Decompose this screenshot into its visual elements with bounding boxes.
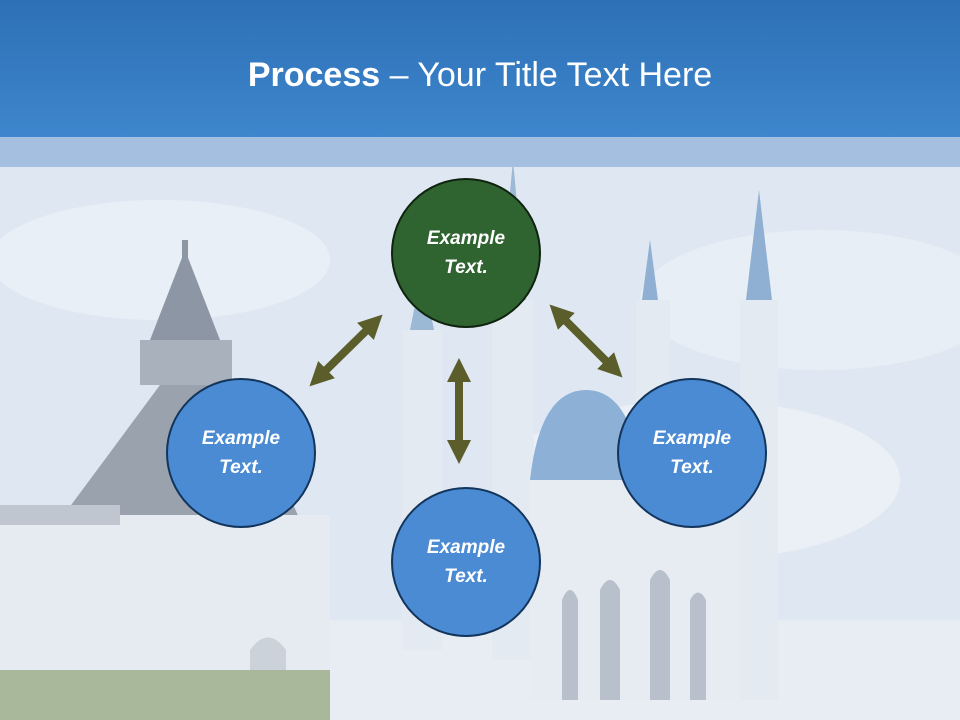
process-node-left-label: Example Text.: [201, 428, 281, 478]
title-rest: – Your Title Text Here: [380, 56, 713, 94]
title-bar: [0, 0, 960, 137]
process-node-right: Example Text.: [617, 378, 767, 528]
process-node-right-label: Example Text.: [652, 428, 732, 478]
process-node-bottom: Example Text.: [391, 487, 541, 637]
slide-title: Process – Your Title Text Here: [0, 52, 960, 98]
title-bold: Process: [247, 56, 381, 94]
process-node-top-label: Example Text.: [426, 228, 506, 278]
process-node-bottom-label: Example Text.: [426, 537, 506, 587]
title-underline-strip: [0, 137, 960, 167]
process-node-left: Example Text.: [166, 378, 316, 528]
process-node-top: Example Text.: [391, 178, 541, 328]
